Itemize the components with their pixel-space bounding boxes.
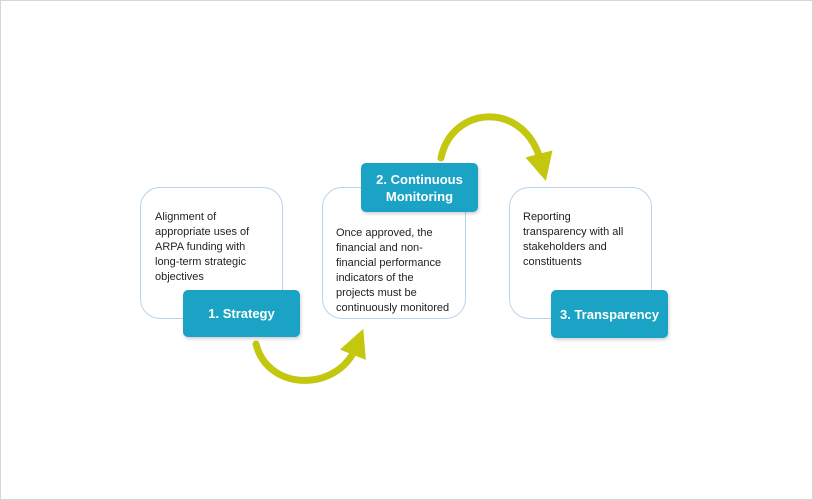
step-description: Alignment of appropriate uses of ARPA fu… xyxy=(155,211,250,283)
step-label-monitoring: 2. Continuous Monitoring xyxy=(361,163,478,212)
step-label-strategy: 1. Strategy xyxy=(183,290,300,337)
curved-arrow-icon xyxy=(437,113,553,181)
step-description: Once approved, the financial and non- fi… xyxy=(336,227,450,314)
curved-arrow-icon xyxy=(252,328,366,384)
step-label-transparency: 3. Transparency xyxy=(551,290,668,338)
step-description: Reporting transparency with all stakehol… xyxy=(523,211,624,268)
